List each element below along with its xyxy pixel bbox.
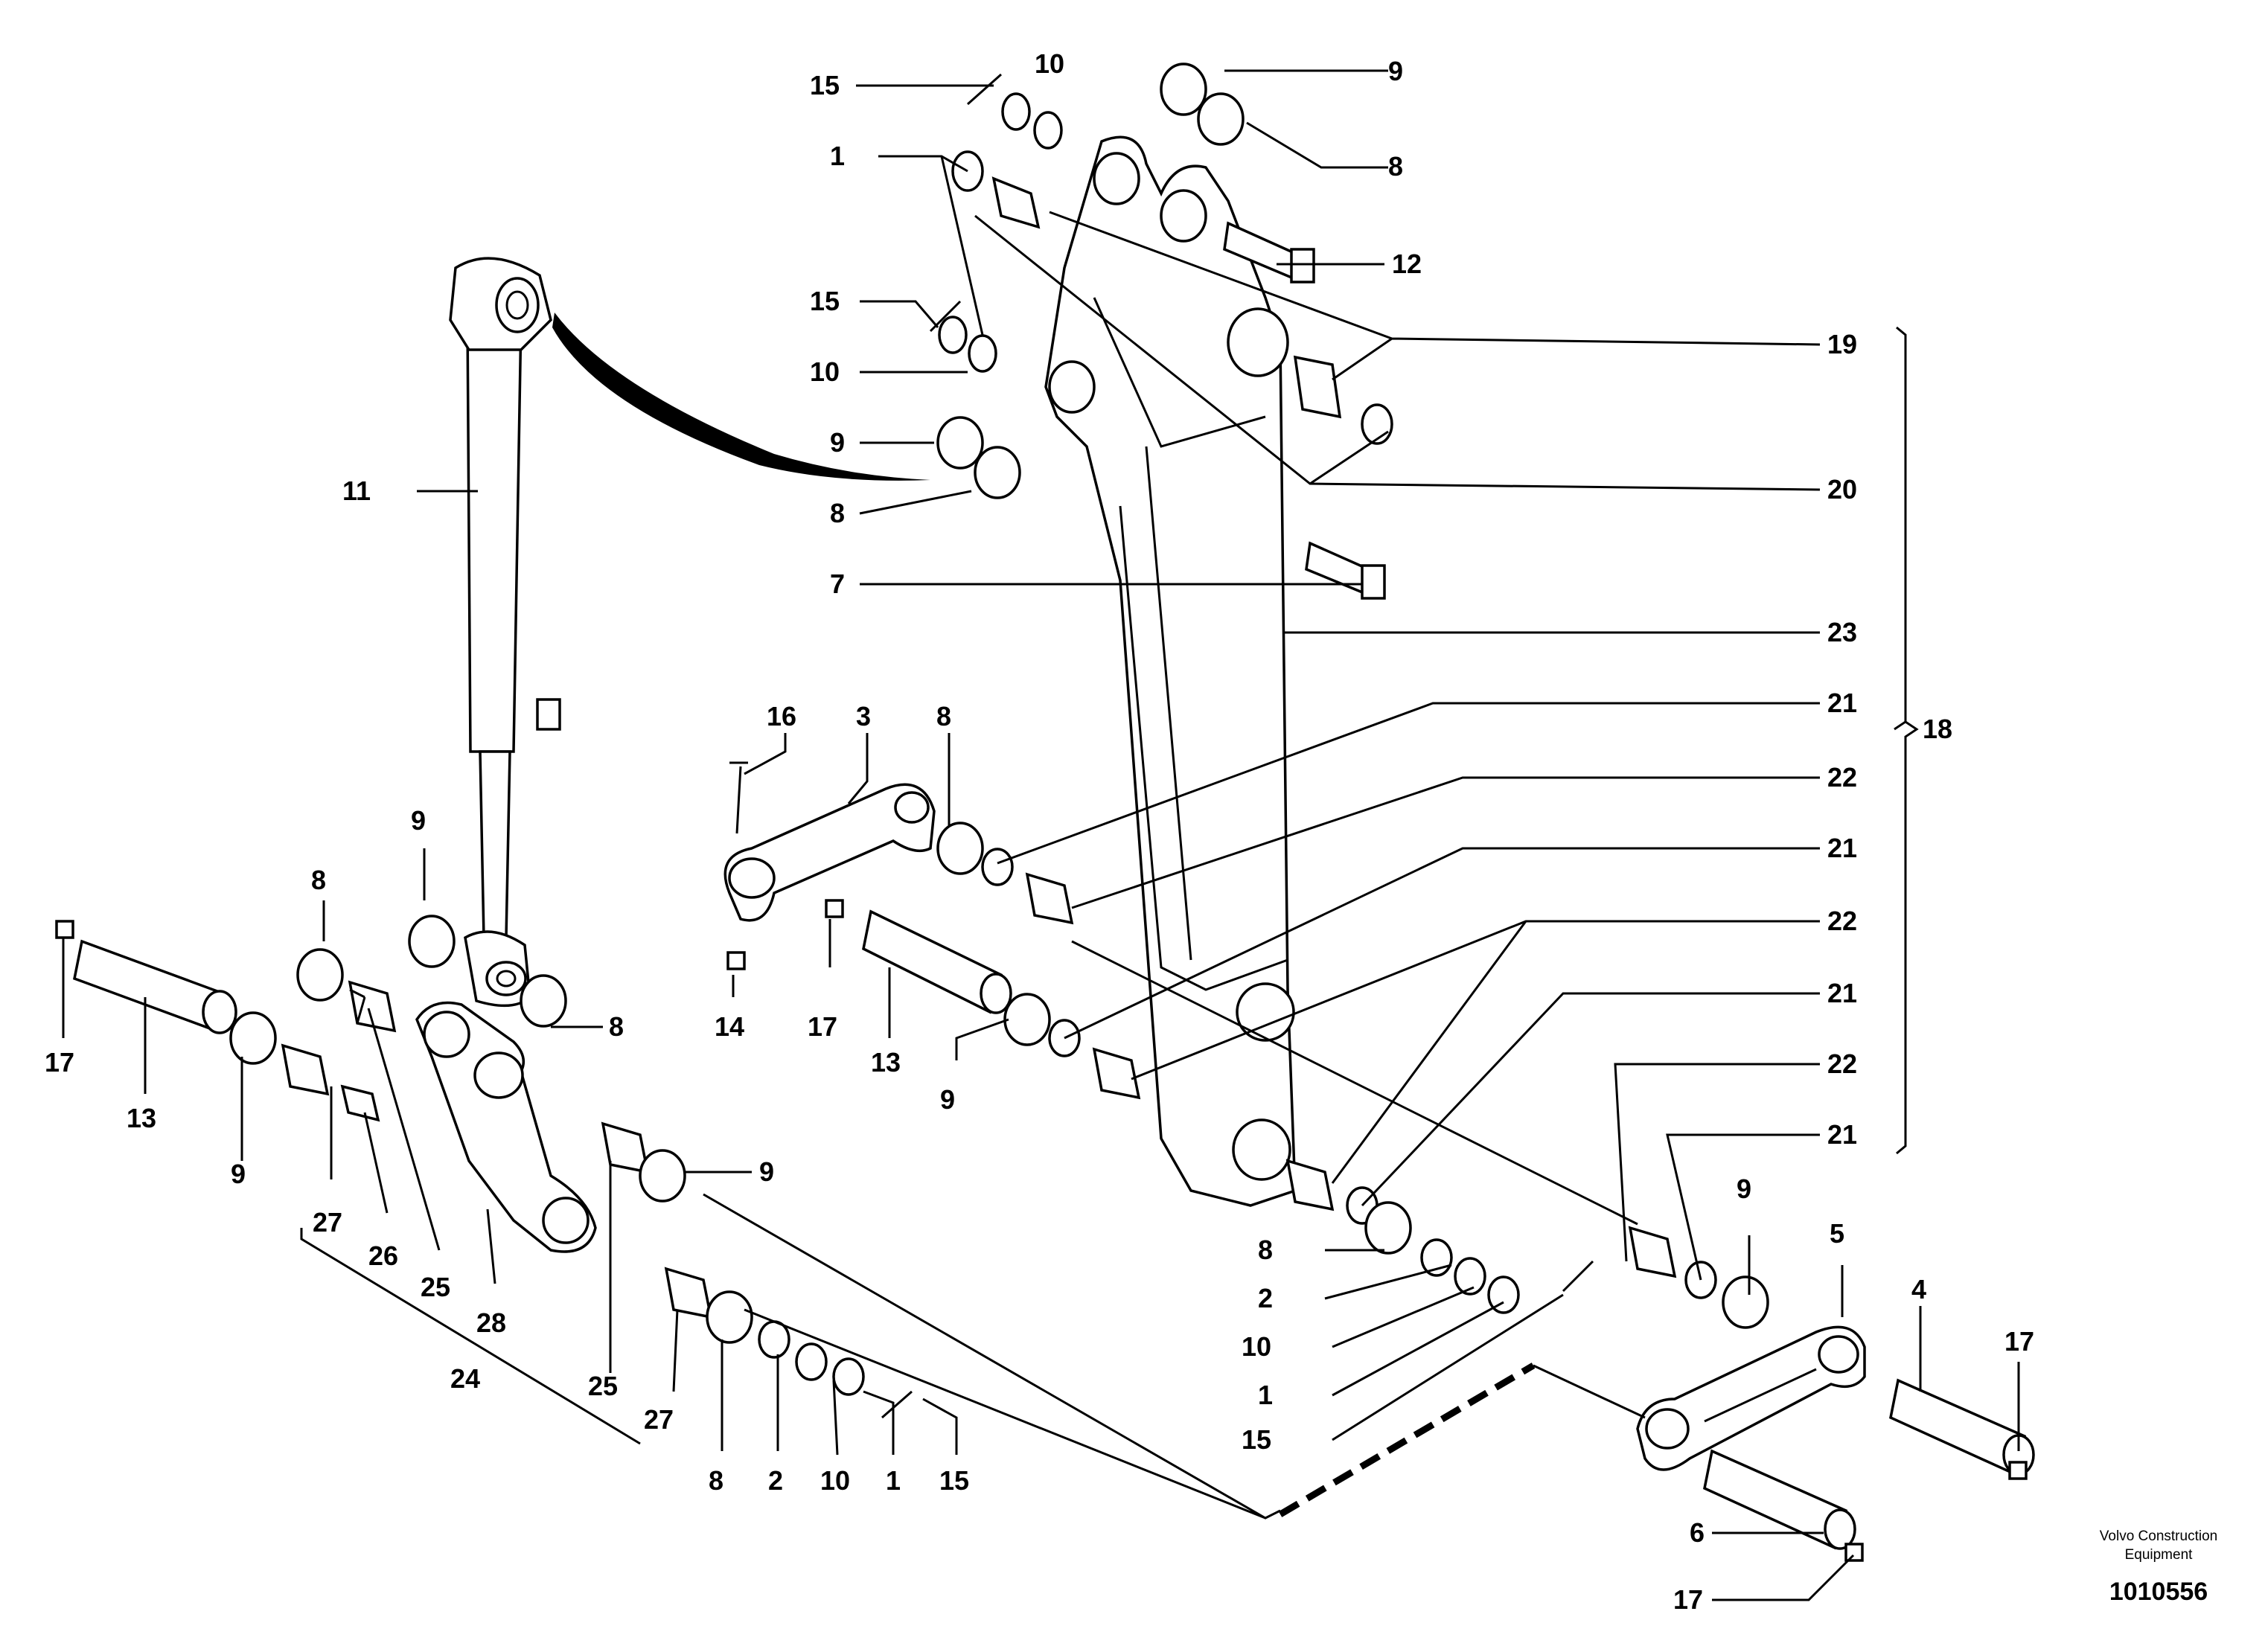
callout-10: 10	[820, 1465, 850, 1496]
callout-24: 24	[450, 1363, 480, 1394]
parts-drawing	[55, 63, 2035, 1562]
callout-11: 11	[342, 476, 371, 506]
callout-15: 15	[939, 1465, 969, 1496]
callout-16: 16	[767, 701, 796, 731]
callout-8: 8	[936, 701, 951, 731]
callout-10: 10	[1035, 48, 1064, 79]
callout-20: 20	[1827, 474, 1857, 505]
callout-10: 10	[1242, 1331, 1271, 1362]
hydraulic-cylinder	[449, 257, 561, 1008]
callout-17: 17	[45, 1047, 74, 1078]
callout-8: 8	[609, 1011, 624, 1042]
callout-18: 18	[1923, 714, 1952, 744]
callout-21: 21	[1827, 978, 1857, 1008]
callout-22: 22	[1827, 906, 1857, 936]
callout-labels: 15 10 9 1 8 12 15 19 10 9 11 20 8 7 23 1…	[45, 48, 2034, 1615]
callout-21: 21	[1827, 688, 1857, 718]
callout-9: 9	[940, 1084, 955, 1115]
callout-15: 15	[810, 70, 840, 100]
callout-12: 12	[1392, 249, 1422, 279]
callout-9: 9	[1737, 1174, 1751, 1204]
washers	[229, 63, 1769, 1396]
link-28	[415, 1001, 597, 1253]
callout-23: 23	[1827, 617, 1857, 647]
callout-3: 3	[856, 701, 871, 731]
callout-28: 28	[476, 1307, 506, 1338]
callout-21: 21	[1827, 833, 1857, 863]
manufacturer-block: Volvo Construction Equipment 1010556	[2100, 1528, 2217, 1606]
callout-13: 13	[127, 1103, 156, 1133]
callout-27: 27	[644, 1404, 674, 1435]
callout-8: 8	[311, 865, 326, 895]
callout-7: 7	[830, 569, 845, 599]
callout-5: 5	[1830, 1218, 1844, 1249]
callout-17: 17	[1673, 1584, 1703, 1615]
callout-9: 9	[830, 427, 845, 458]
callout-22: 22	[1827, 762, 1857, 793]
arm-body	[1044, 135, 1297, 1207]
callout-8: 8	[830, 498, 845, 528]
callout-4: 4	[1911, 1274, 1926, 1304]
callout-9: 9	[411, 805, 426, 836]
grease-nipples	[55, 73, 2028, 1562]
callout-25: 25	[421, 1272, 450, 1302]
callout-14: 14	[715, 1011, 744, 1042]
callout-2: 2	[1258, 1283, 1273, 1313]
callout-15: 15	[1242, 1424, 1271, 1455]
callout-9: 9	[1388, 56, 1403, 86]
callout-1: 1	[1258, 1380, 1273, 1410]
callout-21: 21	[1827, 1119, 1857, 1150]
bushings	[281, 176, 1677, 1319]
hose-line	[552, 313, 930, 481]
callout-1: 1	[830, 141, 845, 171]
manufacturer-line-2: Equipment	[2125, 1547, 2194, 1563]
callout-25: 25	[588, 1371, 618, 1401]
callout-6: 6	[1690, 1517, 1705, 1548]
callout-8: 8	[1258, 1235, 1273, 1265]
figure-number: 1010556	[2109, 1578, 2208, 1606]
callout-26: 26	[368, 1240, 398, 1271]
callout-27: 27	[313, 1207, 342, 1238]
callout-17: 17	[2004, 1326, 2034, 1357]
callout-1: 1	[886, 1465, 901, 1496]
leader-lines	[62, 69, 2020, 1601]
callout-8: 8	[1388, 151, 1403, 182]
callout-2: 2	[768, 1465, 783, 1496]
callout-13: 13	[871, 1047, 901, 1078]
callout-9: 9	[231, 1159, 246, 1189]
callout-22: 22	[1827, 1048, 1857, 1079]
callout-8: 8	[709, 1465, 723, 1496]
callout-15: 15	[810, 286, 840, 316]
callout-17: 17	[808, 1011, 837, 1042]
manufacturer-line-1: Volvo Construction	[2100, 1528, 2217, 1544]
link-3	[723, 783, 936, 922]
callout-19: 19	[1827, 329, 1857, 359]
callout-9: 9	[759, 1156, 774, 1187]
callout-10: 10	[810, 356, 840, 387]
link-5	[1636, 1325, 1866, 1471]
